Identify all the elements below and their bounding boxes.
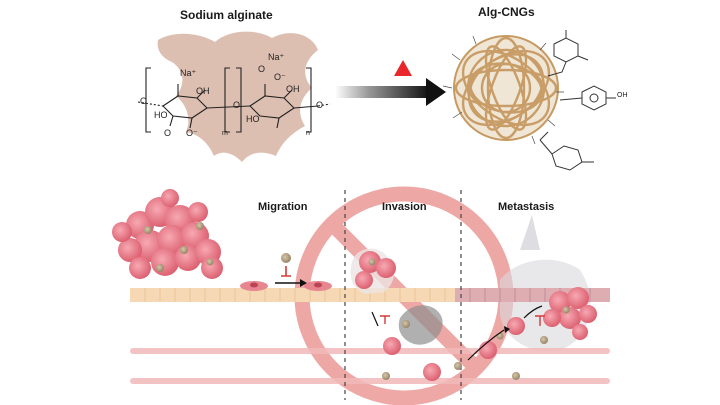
phenol-oh-label: OH [617, 92, 628, 99]
ho-label-2: HO [246, 114, 260, 124]
reaction-arrow [335, 78, 446, 106]
oh-label-2: OH [286, 84, 300, 94]
metastasis-cells [467, 287, 597, 380]
alginate-shape [157, 31, 318, 163]
oh-label-1: OH [196, 86, 210, 96]
o-bridge-label-1: O [140, 96, 148, 106]
o-minus-label-1: O⁻ [186, 128, 198, 138]
stage-label-metastasis: Metastasis [498, 201, 555, 213]
invasion-cells [350, 248, 462, 381]
o-bridge-label-2: O [316, 100, 324, 110]
nanogel-title: Alg-CNGs [478, 5, 535, 19]
subscript-m: m [222, 130, 228, 137]
na-label-2: Na⁺ [268, 52, 285, 62]
subscript-n: n [306, 130, 310, 137]
o-carbonyl-label-1: O [164, 128, 172, 138]
primary-tumor [112, 189, 223, 279]
o-link-label: O [233, 100, 241, 110]
o-minus-label-2: O⁻ [274, 72, 286, 82]
stage-dividers [344, 190, 462, 400]
alginate-structure [137, 67, 331, 133]
nanogel-sphere [442, 35, 564, 145]
stage-label-migration: Migration [258, 201, 308, 213]
o-carbonyl-label-2: O [258, 64, 266, 74]
migrating-cells [240, 253, 332, 291]
stage-label-invasion: Invasion [382, 201, 427, 213]
vessel-bands [130, 348, 610, 384]
alginate-title: Sodium alginate [180, 8, 273, 22]
heat-triangle-icon [394, 60, 412, 76]
crosslinker-structures [539, 30, 616, 171]
ho-label-1: HO [154, 110, 168, 120]
na-label-1: Na⁺ [180, 68, 197, 78]
